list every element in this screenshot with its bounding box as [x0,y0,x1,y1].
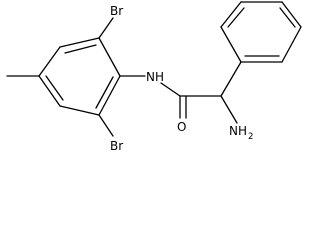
chemical-structure: Br Br NH O NH 2 [6,1,302,153]
aryl-ring [38,37,121,116]
ring-bond [98,37,121,77]
ring-bond [220,26,242,63]
ring-bond [59,37,100,48]
alpha-amine-bond [220,95,238,124]
ring-bond [59,105,100,116]
amide-nh-label: NH [146,70,164,84]
phenyl-ring [220,1,302,63]
amine-subscript-label: 2 [248,132,253,142]
ring-double-bond [45,75,64,101]
ring-bond [98,75,121,116]
ring-double-bond [64,44,97,54]
br-top-bond [98,17,114,39]
amine-nh-label: NH [229,124,247,138]
bromine-bottom-label: Br [110,139,123,153]
alpha-phenyl-bond [220,61,242,97]
ring-double-bond [279,7,296,28]
bromine-top-label: Br [110,4,123,18]
ring-bond [281,1,302,28]
ring-bond [38,46,61,77]
ring-double-bond [95,76,114,109]
ring-bond [281,26,302,63]
ring-double-bond [227,7,245,28]
ring-bond [220,1,242,28]
br-bottom-bond [98,114,114,137]
nh-carbonyl-bond [160,82,181,97]
ring-bond [38,75,61,107]
carbonyl-oxygen-label: O [177,120,186,134]
